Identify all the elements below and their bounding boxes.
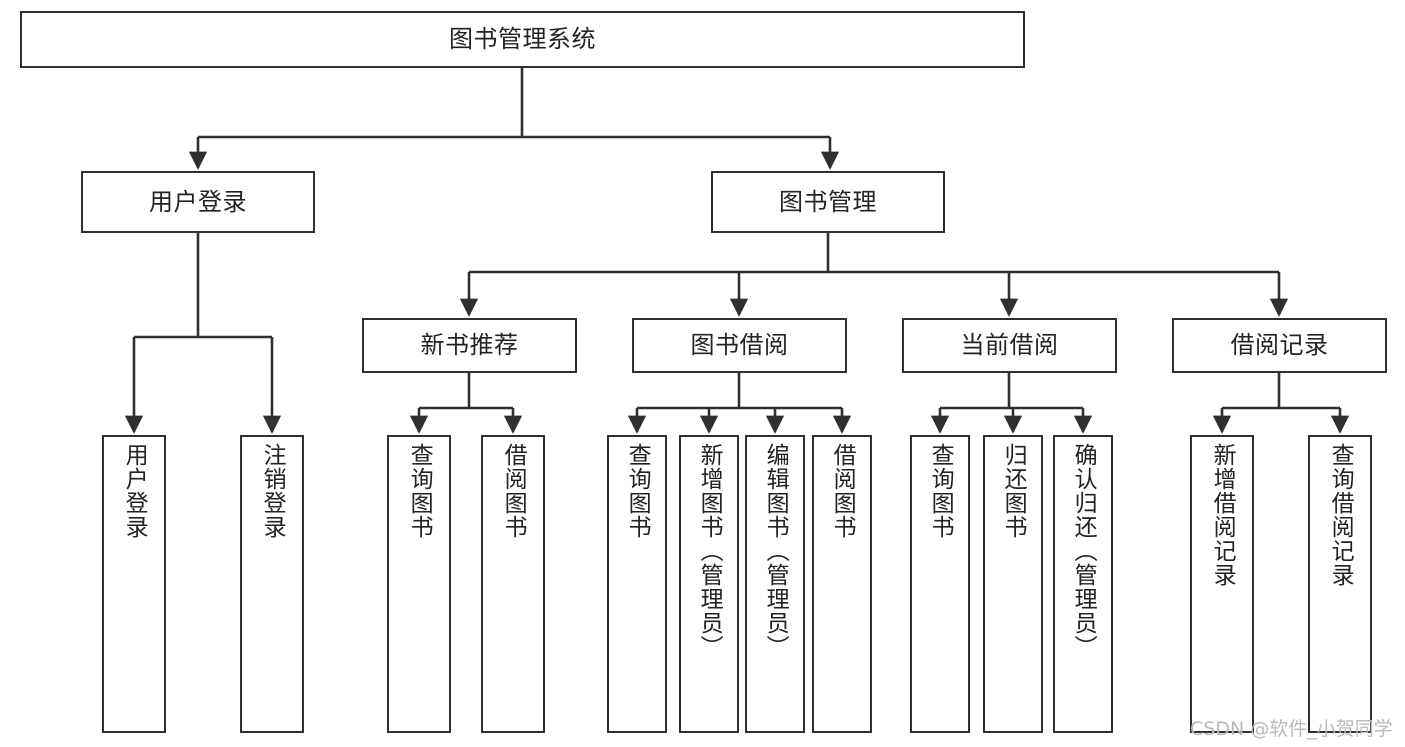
node-book-borrow-label: 图书借阅 bbox=[690, 331, 789, 360]
node-book-management[interactable]: 图书管理 bbox=[711, 171, 945, 233]
node-leaf-return-book-label: 归还图书 bbox=[1000, 443, 1027, 539]
node-root-label: 图书管理系统 bbox=[449, 25, 596, 54]
node-leaf-edit-book-admin[interactable]: 编辑图书（管理员） bbox=[745, 435, 805, 733]
node-leaf-borrow-book-label: 借阅图书 bbox=[829, 443, 856, 539]
node-leaf-user-login[interactable]: 用户登录 bbox=[102, 435, 166, 733]
node-current-borrow-label: 当前借阅 bbox=[960, 331, 1059, 360]
node-leaf-user-login-label: 用户登录 bbox=[121, 443, 148, 539]
node-leaf-query-book-borrow[interactable]: 查询图书 bbox=[607, 435, 667, 733]
node-leaf-query-borrow-record[interactable]: 查询借阅记录 bbox=[1308, 435, 1372, 733]
node-user-login-label: 用户登录 bbox=[149, 187, 247, 216]
node-current-borrow[interactable]: 当前借阅 bbox=[902, 318, 1117, 373]
node-user-login[interactable]: 用户登录 bbox=[81, 171, 315, 233]
node-leaf-query-borrow-record-label: 查询借阅记录 bbox=[1327, 443, 1354, 587]
node-leaf-logout-login[interactable]: 注销登录 bbox=[240, 435, 304, 733]
node-leaf-query-book-current-label: 查询图书 bbox=[927, 443, 954, 539]
node-borrow-records-label: 借阅记录 bbox=[1230, 331, 1329, 360]
node-book-management-label: 图书管理 bbox=[779, 187, 877, 216]
node-leaf-return-book[interactable]: 归还图书 bbox=[983, 435, 1043, 733]
node-leaf-borrow-book[interactable]: 借阅图书 bbox=[812, 435, 872, 733]
node-leaf-confirm-return-admin-label: 确认归还（管理员） bbox=[1070, 443, 1097, 659]
node-leaf-query-book-current[interactable]: 查询图书 bbox=[910, 435, 970, 733]
node-new-book-recommend-label: 新书推荐 bbox=[420, 331, 519, 360]
node-leaf-add-book-admin-label: 新增图书（管理员） bbox=[696, 443, 723, 659]
node-leaf-edit-book-admin-label: 编辑图书（管理员） bbox=[762, 443, 789, 659]
node-leaf-confirm-return-admin[interactable]: 确认归还（管理员） bbox=[1053, 435, 1113, 733]
node-leaf-logout-login-label: 注销登录 bbox=[259, 443, 286, 539]
node-leaf-borrow-book-recommend[interactable]: 借阅图书 bbox=[481, 435, 545, 733]
node-leaf-add-book-admin[interactable]: 新增图书（管理员） bbox=[679, 435, 739, 733]
node-leaf-add-borrow-record[interactable]: 新增借阅记录 bbox=[1190, 435, 1254, 733]
node-borrow-records[interactable]: 借阅记录 bbox=[1172, 318, 1387, 373]
node-leaf-add-borrow-record-label: 新增借阅记录 bbox=[1209, 443, 1236, 587]
node-leaf-query-book-recommend[interactable]: 查询图书 bbox=[387, 435, 451, 733]
node-leaf-query-book-borrow-label: 查询图书 bbox=[624, 443, 651, 539]
node-root[interactable]: 图书管理系统 bbox=[20, 11, 1025, 68]
node-new-book-recommend[interactable]: 新书推荐 bbox=[362, 318, 577, 373]
node-leaf-borrow-book-recommend-label: 借阅图书 bbox=[500, 443, 527, 539]
csdn-watermark: CSDN @软件_小贺同学 bbox=[1190, 718, 1393, 740]
node-book-borrow[interactable]: 图书借阅 bbox=[632, 318, 847, 373]
node-leaf-query-book-recommend-label: 查询图书 bbox=[406, 443, 433, 539]
